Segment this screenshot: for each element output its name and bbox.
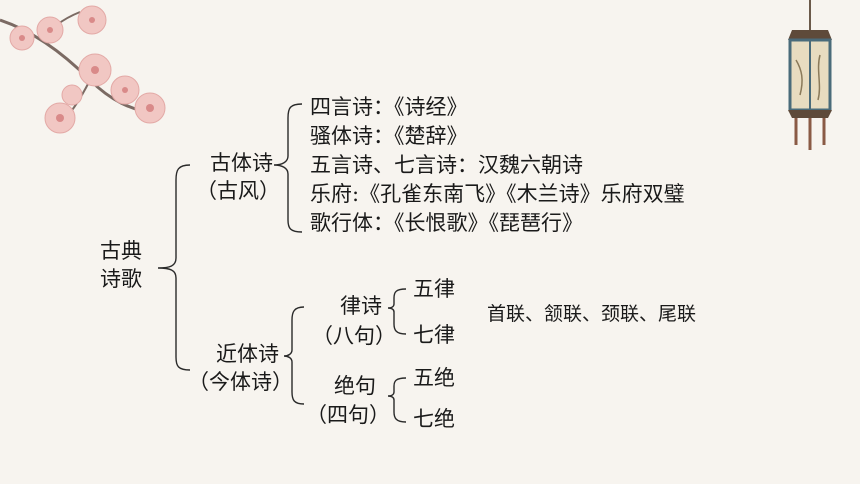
modern-alias: （今体诗） [188,370,293,394]
ancient-title: 古体诗 [210,151,273,175]
ancient-item: 骚体诗：《楚辞》 [310,124,468,148]
ancient-item: 四言诗：《诗经》 [310,95,468,119]
modern-brace [283,306,305,405]
plum-blossom-decoration [0,5,166,134]
lushi-alias: （八句） [312,324,396,348]
jueju-type: 五绝 [413,366,455,390]
jueju-title: 绝句 [334,374,376,398]
lushi-type: 七律 [413,323,455,347]
lushi-title: 律诗 [340,294,382,318]
jueju-type: 七绝 [413,407,455,431]
jueju-brace [387,377,407,423]
root-label-line1: 古典 [100,239,142,263]
root-brace [157,164,191,371]
lushi-note: 首联、颔联、颈联、尾联 [487,303,697,325]
lushi-brace [387,288,407,335]
ancient-item: 乐府:《孔雀东南飞》《木兰诗》乐府双璧 [310,182,685,206]
modern-title: 近体诗 [216,342,279,366]
ancient-brace [273,103,303,233]
ancient-item: 五言诗、七言诗：汉魏六朝诗 [310,153,583,177]
ancient-alias: （古风） [196,179,280,203]
lushi-type: 五律 [413,277,455,301]
root-label-line2: 诗歌 [100,267,142,291]
jueju-alias: （四句） [306,403,390,427]
ancient-item: 歌行体：《长恨歌》《琵琶行》 [310,211,583,235]
lantern-decoration [788,0,832,150]
